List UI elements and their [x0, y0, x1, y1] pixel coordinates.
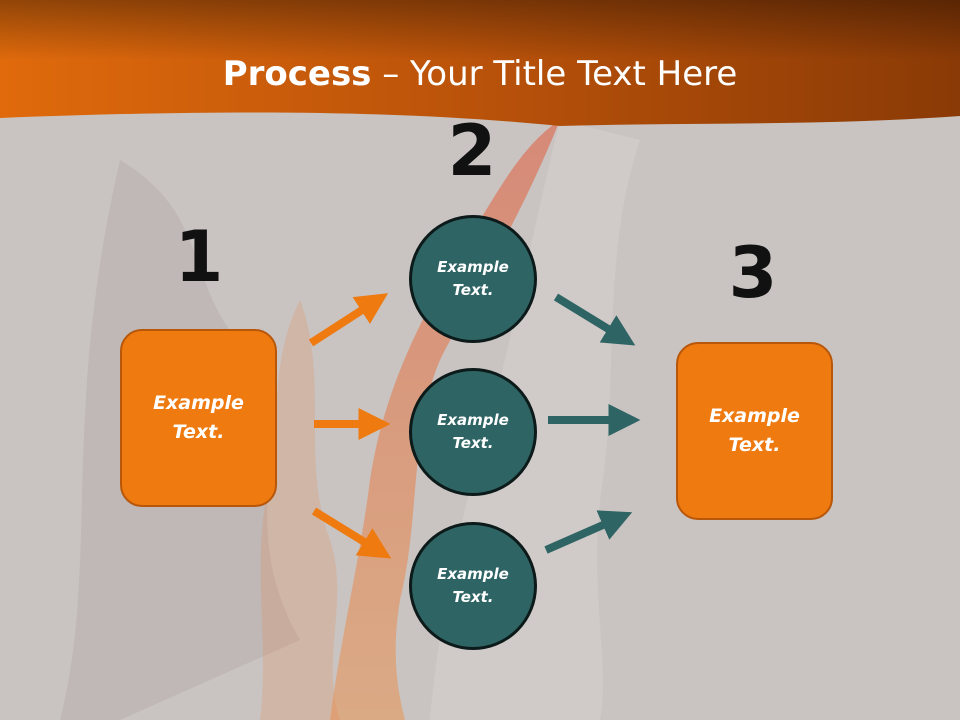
title-rest: – Your Title Text Here — [371, 54, 738, 94]
step-3-label-line2: Text. — [728, 434, 781, 456]
circle-middle-line1: Example — [437, 411, 509, 429]
title-bold: Process — [222, 54, 372, 94]
slide-title: Process – Your Title Text Here — [0, 52, 960, 96]
arrow-orange-up — [308, 293, 389, 347]
arrow-teal-down — [553, 293, 636, 346]
arrow-teal-up — [544, 510, 633, 554]
circle-bottom-line1: Example — [437, 565, 509, 583]
step-3-label-line1: Example — [709, 405, 800, 427]
circle-middle-line2: Text. — [452, 434, 494, 452]
step-2-circle-top: Example Text. — [409, 215, 537, 343]
step-1-label-line2: Text. — [172, 421, 225, 443]
step-number-2: 2 — [447, 110, 497, 192]
step-1-label-line1: Example — [153, 392, 244, 414]
step-2-circle-bottom: Example Text. — [409, 522, 537, 650]
step-2-circle-middle: Example Text. — [409, 368, 537, 496]
step-number-1: 1 — [174, 216, 224, 298]
circle-top-line2: Text. — [452, 281, 494, 299]
step-1-box: Example Text. — [120, 329, 277, 507]
step-number-3: 3 — [728, 232, 778, 314]
step-3-box: Example Text. — [676, 342, 833, 520]
circle-bottom-line2: Text. — [452, 588, 494, 606]
arrow-orange-down — [311, 507, 392, 559]
circle-top-line1: Example — [437, 258, 509, 276]
